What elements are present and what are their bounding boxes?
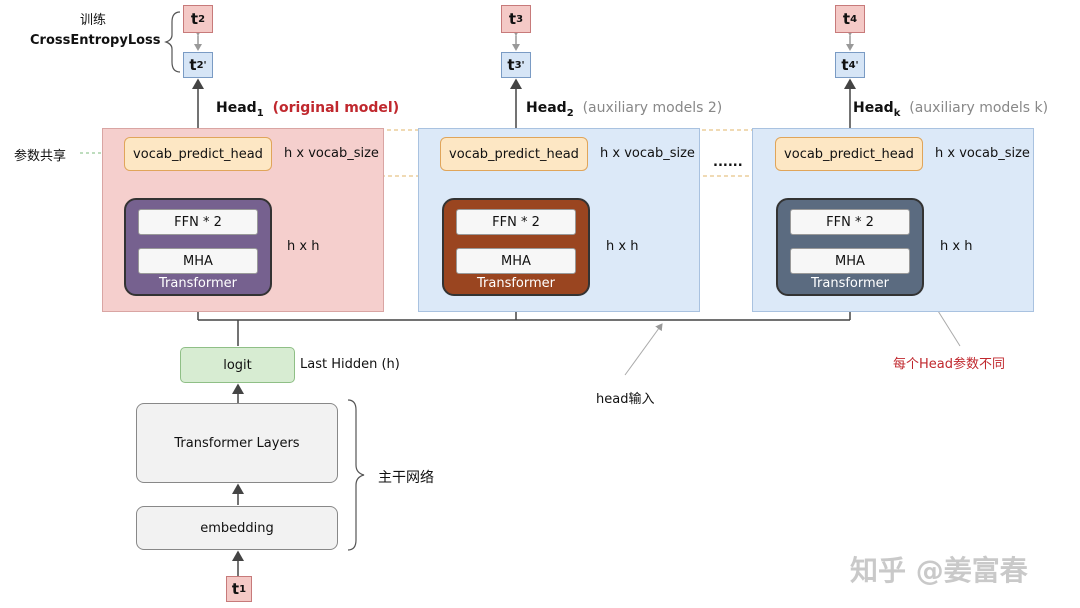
diff-params-label: 每个Head参数不同 (893, 357, 1005, 372)
transformer-layers-box: Transformer Layers (136, 403, 338, 483)
vocab-dim-3: h x vocab_size (935, 146, 1030, 161)
vocab-dim-2: h x vocab_size (600, 146, 695, 161)
head-title-1: Head1 (original model) (216, 100, 400, 119)
embedding-box: embedding (136, 506, 338, 550)
backbone-label: 主干网络 (378, 470, 434, 486)
vocab-head-3: vocab_predict_head (775, 137, 923, 171)
transformer-block-3: FFN * 2 MHA Transformer (776, 198, 924, 296)
last-hidden-label: Last Hidden (h) (300, 357, 400, 372)
ellipsis: ...... (713, 155, 743, 170)
vocab-dim-1: h x vocab_size (284, 146, 379, 161)
transformer-label: Transformer (476, 276, 555, 291)
hidden-dim-2: h x h (606, 239, 639, 254)
vocab-head-1: vocab_predict_head (124, 137, 272, 171)
mha-box: MHA (790, 248, 910, 274)
ffn-box: FFN * 2 (456, 209, 576, 235)
train-label: 训练 (80, 13, 107, 28)
hidden-dim-3: h x h (940, 239, 973, 254)
transformer-label: Transformer (810, 276, 889, 291)
transformer-label: Transformer (158, 276, 237, 291)
head-title-2: Head2 (auxiliary models 2) (526, 100, 723, 119)
logit-box: logit (180, 347, 295, 383)
loss-label: CrossEntropyLoss (30, 33, 161, 48)
ffn-box: FFN * 2 (790, 209, 910, 235)
shared-params-label: 参数共享 (14, 149, 67, 164)
ffn-box: FFN * 2 (138, 209, 258, 235)
head-title-3: Headk (auxiliary models k) (853, 100, 1049, 119)
mha-box: MHA (456, 248, 576, 274)
watermark: 知乎 @姜富春 (850, 554, 1028, 587)
mha-box: MHA (138, 248, 258, 274)
transformer-block-2: FFN * 2 MHA Transformer (442, 198, 590, 296)
hidden-dim-1: h x h (287, 239, 320, 254)
transformer-block-1: FFN * 2 MHA Transformer (124, 198, 272, 296)
vocab-head-2: vocab_predict_head (440, 137, 588, 171)
head-input-label: head输入 (596, 392, 655, 407)
